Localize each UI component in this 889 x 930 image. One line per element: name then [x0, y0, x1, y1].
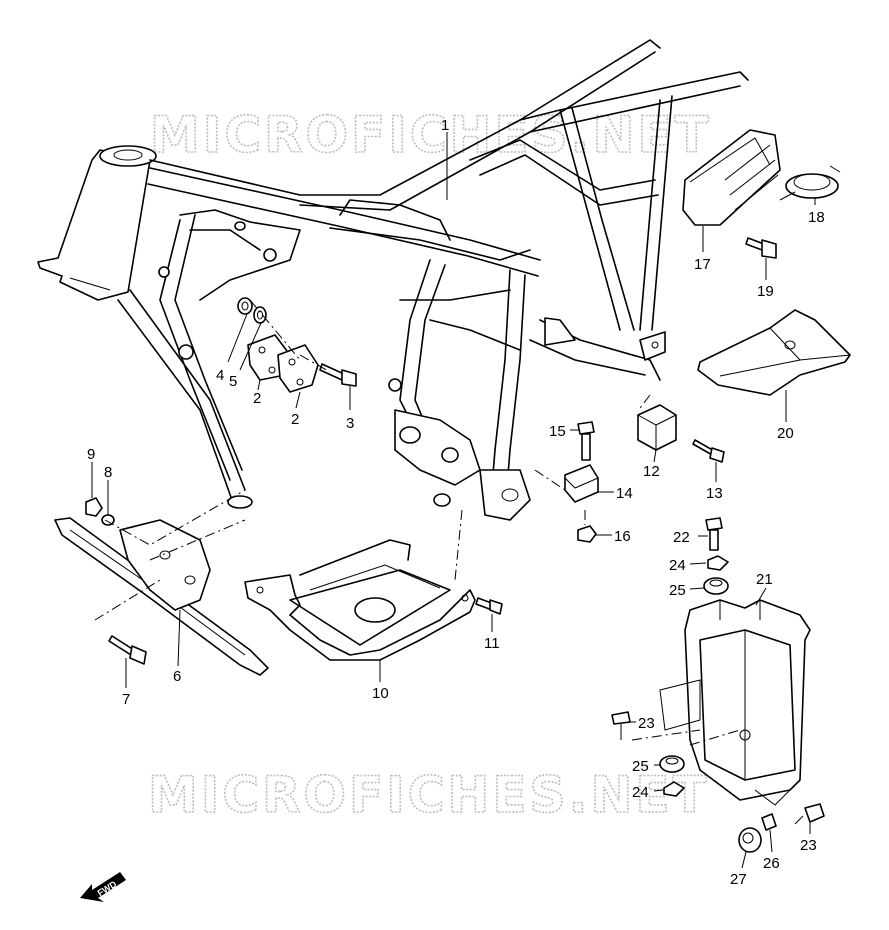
screw-23-right	[794, 803, 825, 825]
watermark-top: MICROFICHES.NET	[150, 106, 712, 164]
callout-11: 11	[484, 635, 500, 652]
washer-24-top	[707, 555, 729, 571]
forward-arrow-icon: FWD	[80, 872, 126, 902]
callout-25b: 25	[632, 758, 649, 775]
callout-4: 4	[216, 367, 224, 384]
callout-9: 9	[87, 446, 95, 463]
callout-6: 6	[173, 668, 181, 685]
grommet-25-top	[703, 577, 729, 595]
callout-27: 27	[730, 871, 747, 888]
callout-1: 1	[441, 117, 449, 134]
callout-23a: 23	[638, 715, 655, 732]
clip-26	[761, 813, 777, 831]
callout-7: 7	[122, 691, 130, 708]
grommet-25-bottom	[659, 755, 685, 773]
cushion-14	[564, 464, 599, 503]
bolt-22	[705, 517, 723, 551]
callout-23b: 23	[800, 837, 817, 854]
callout-26: 26	[763, 855, 780, 872]
cushion-12	[637, 404, 677, 451]
callout-17: 17	[694, 256, 711, 273]
bolt-13	[692, 439, 725, 463]
callout-2b: 2	[291, 411, 299, 428]
bolt-15	[577, 421, 595, 461]
callout-8: 8	[104, 464, 112, 481]
callout-10: 10	[372, 685, 389, 702]
front-guard-6	[54, 517, 269, 676]
cover-17	[682, 129, 781, 226]
callout-16: 16	[614, 528, 631, 545]
callout-21: 21	[756, 571, 773, 588]
screw-23-left	[611, 711, 631, 740]
sheet-20	[697, 309, 851, 396]
callout-3: 3	[346, 415, 354, 432]
callout-13: 13	[706, 485, 723, 502]
cushion-27	[738, 827, 762, 853]
callout-12: 12	[643, 463, 660, 480]
washer-5	[253, 306, 267, 324]
skid-plate-10	[244, 539, 476, 661]
callout-2a: 2	[253, 390, 261, 407]
callout-22: 22	[673, 529, 690, 546]
battery-case-21	[659, 599, 811, 806]
bolt-11	[475, 597, 503, 615]
callout-24b: 24	[632, 784, 649, 801]
callout-15: 15	[549, 423, 566, 440]
callout-19: 19	[757, 283, 774, 300]
main-frame	[37, 39, 749, 521]
callout-20: 20	[777, 425, 794, 442]
nut-4	[237, 297, 253, 315]
callout-25a: 25	[669, 582, 686, 599]
bolt-3	[319, 363, 357, 387]
callout-5: 5	[229, 373, 237, 390]
band-18	[779, 165, 841, 201]
nut-16	[577, 525, 597, 543]
washer-24-bottom	[663, 781, 685, 797]
callout-numbers: 1 2 2 3 4 5 6 7 8 9 10 11 12 13 14 15 16…	[87, 117, 825, 888]
leader-lines	[91, 198, 816, 869]
callout-14: 14	[616, 485, 633, 502]
callout-18: 18	[808, 209, 825, 226]
nut-9	[85, 497, 103, 517]
bolt-19	[745, 237, 777, 259]
callout-24a: 24	[669, 557, 686, 574]
engine-mount-plates	[247, 334, 319, 393]
bolt-7	[108, 635, 147, 665]
watermark-bottom: MICROFICHES.NET	[148, 766, 710, 824]
